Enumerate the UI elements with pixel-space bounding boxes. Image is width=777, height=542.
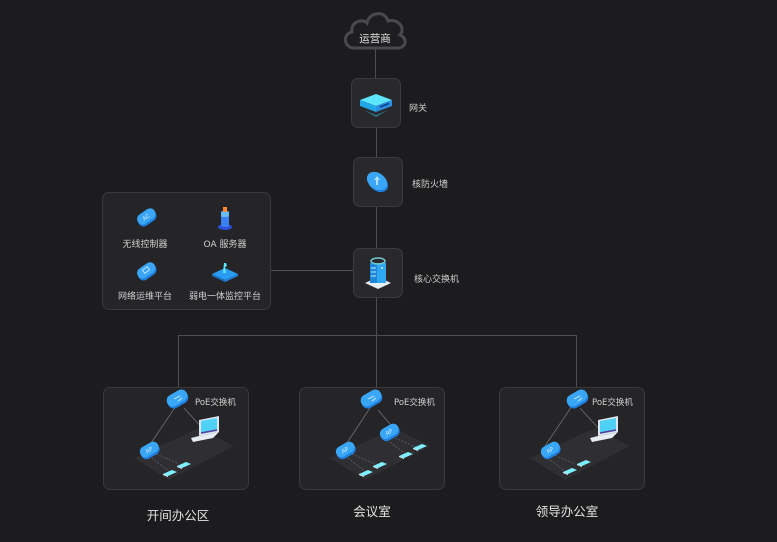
service-label: 网络运维平台 [117, 292, 173, 302]
laptop-icon[interactable] [588, 416, 622, 446]
phone-icon[interactable] [398, 450, 414, 460]
poe-switch-label: PoE交换机 [394, 398, 435, 408]
firewall-label: 核防火墙 [412, 180, 449, 190]
room-open-office[interactable]: PoE交换机 AP [103, 387, 249, 490]
service-oa-server[interactable]: OA 服务器 [195, 205, 255, 250]
room-scene [530, 405, 630, 480]
gateway-router-icon [360, 94, 392, 117]
services-panel: AC 无线控制器 OA 服务器 网络运维平台 弱电一体监控平台 [102, 192, 271, 310]
laptop-icon[interactable] [189, 416, 223, 446]
service-label: 无线控制器 [122, 240, 168, 250]
ap-icon[interactable]: AP [137, 440, 163, 462]
gateway-label: 网关 [409, 104, 428, 114]
core-switch-icon [365, 257, 391, 289]
carrier-label: 运营商 [359, 33, 391, 45]
ap-icon[interactable]: AP [377, 422, 403, 444]
connector-carrier-gateway [375, 48, 376, 78]
svg-text:AP: AP [546, 446, 556, 455]
room-scene [134, 405, 234, 480]
phone-icon[interactable] [358, 468, 374, 478]
connector-bus [178, 335, 577, 336]
connector-bus-room3 [576, 335, 577, 390]
ac-controller-icon: AC [137, 208, 157, 227]
svg-text:AP: AP [341, 446, 351, 455]
room-title: 开间办公区 [146, 508, 210, 523]
ap-icon[interactable]: AP [538, 440, 564, 462]
phone-icon[interactable] [162, 468, 178, 478]
network-ops-icon [137, 262, 157, 281]
connector-gateway-firewall [376, 127, 377, 158]
connector-core-bus [376, 297, 377, 390]
room-scene [330, 407, 430, 480]
phone-icon[interactable] [576, 458, 592, 468]
connector-panel-core [271, 270, 353, 271]
poe-switch-label: PoE交换机 [195, 398, 236, 408]
phone-icon[interactable] [412, 442, 428, 452]
service-ac-controller[interactable]: AC 无线控制器 [115, 205, 175, 250]
phone-icon[interactable] [372, 460, 388, 470]
gateway-node[interactable] [351, 78, 401, 128]
poe-switch-icon[interactable] [564, 388, 592, 412]
room-title: 领导办公室 [535, 504, 599, 519]
service-network-ops[interactable]: 网络运维平台 [115, 259, 175, 303]
svg-text:AC: AC [142, 213, 152, 222]
poe-switch-icon[interactable] [164, 388, 192, 412]
service-monitoring-platform[interactable]: 弱电一体监控平台 [189, 259, 261, 303]
room-title: 会议室 [353, 504, 391, 519]
core-switch-node[interactable] [353, 248, 403, 298]
monitoring-platform-icon [212, 263, 238, 282]
room-meeting[interactable]: PoE交换机 AP AP [299, 387, 445, 490]
poe-switch-icon[interactable] [358, 388, 386, 412]
firewall-node[interactable] [353, 157, 403, 207]
poe-switch-label: PoE交换机 [592, 398, 633, 408]
connector-firewall-core [376, 206, 377, 248]
ap-icon[interactable]: AP [333, 440, 359, 462]
firewall-icon [366, 171, 389, 193]
oa-server-icon [218, 207, 232, 230]
service-label: OA 服务器 [203, 240, 247, 250]
room-executive-office[interactable]: PoE交换机 AP [499, 387, 645, 490]
phone-icon[interactable] [562, 466, 578, 476]
connector-bus-room1 [178, 335, 179, 390]
svg-text:AP: AP [385, 428, 395, 437]
carrier-node[interactable]: 运营商 [340, 4, 410, 52]
core-switch-label: 核心交换机 [414, 275, 460, 285]
svg-text:AP: AP [145, 446, 155, 455]
phone-icon[interactable] [176, 460, 192, 470]
service-label: 弱电一体监控平台 [188, 292, 262, 302]
cloud-icon [344, 12, 407, 50]
